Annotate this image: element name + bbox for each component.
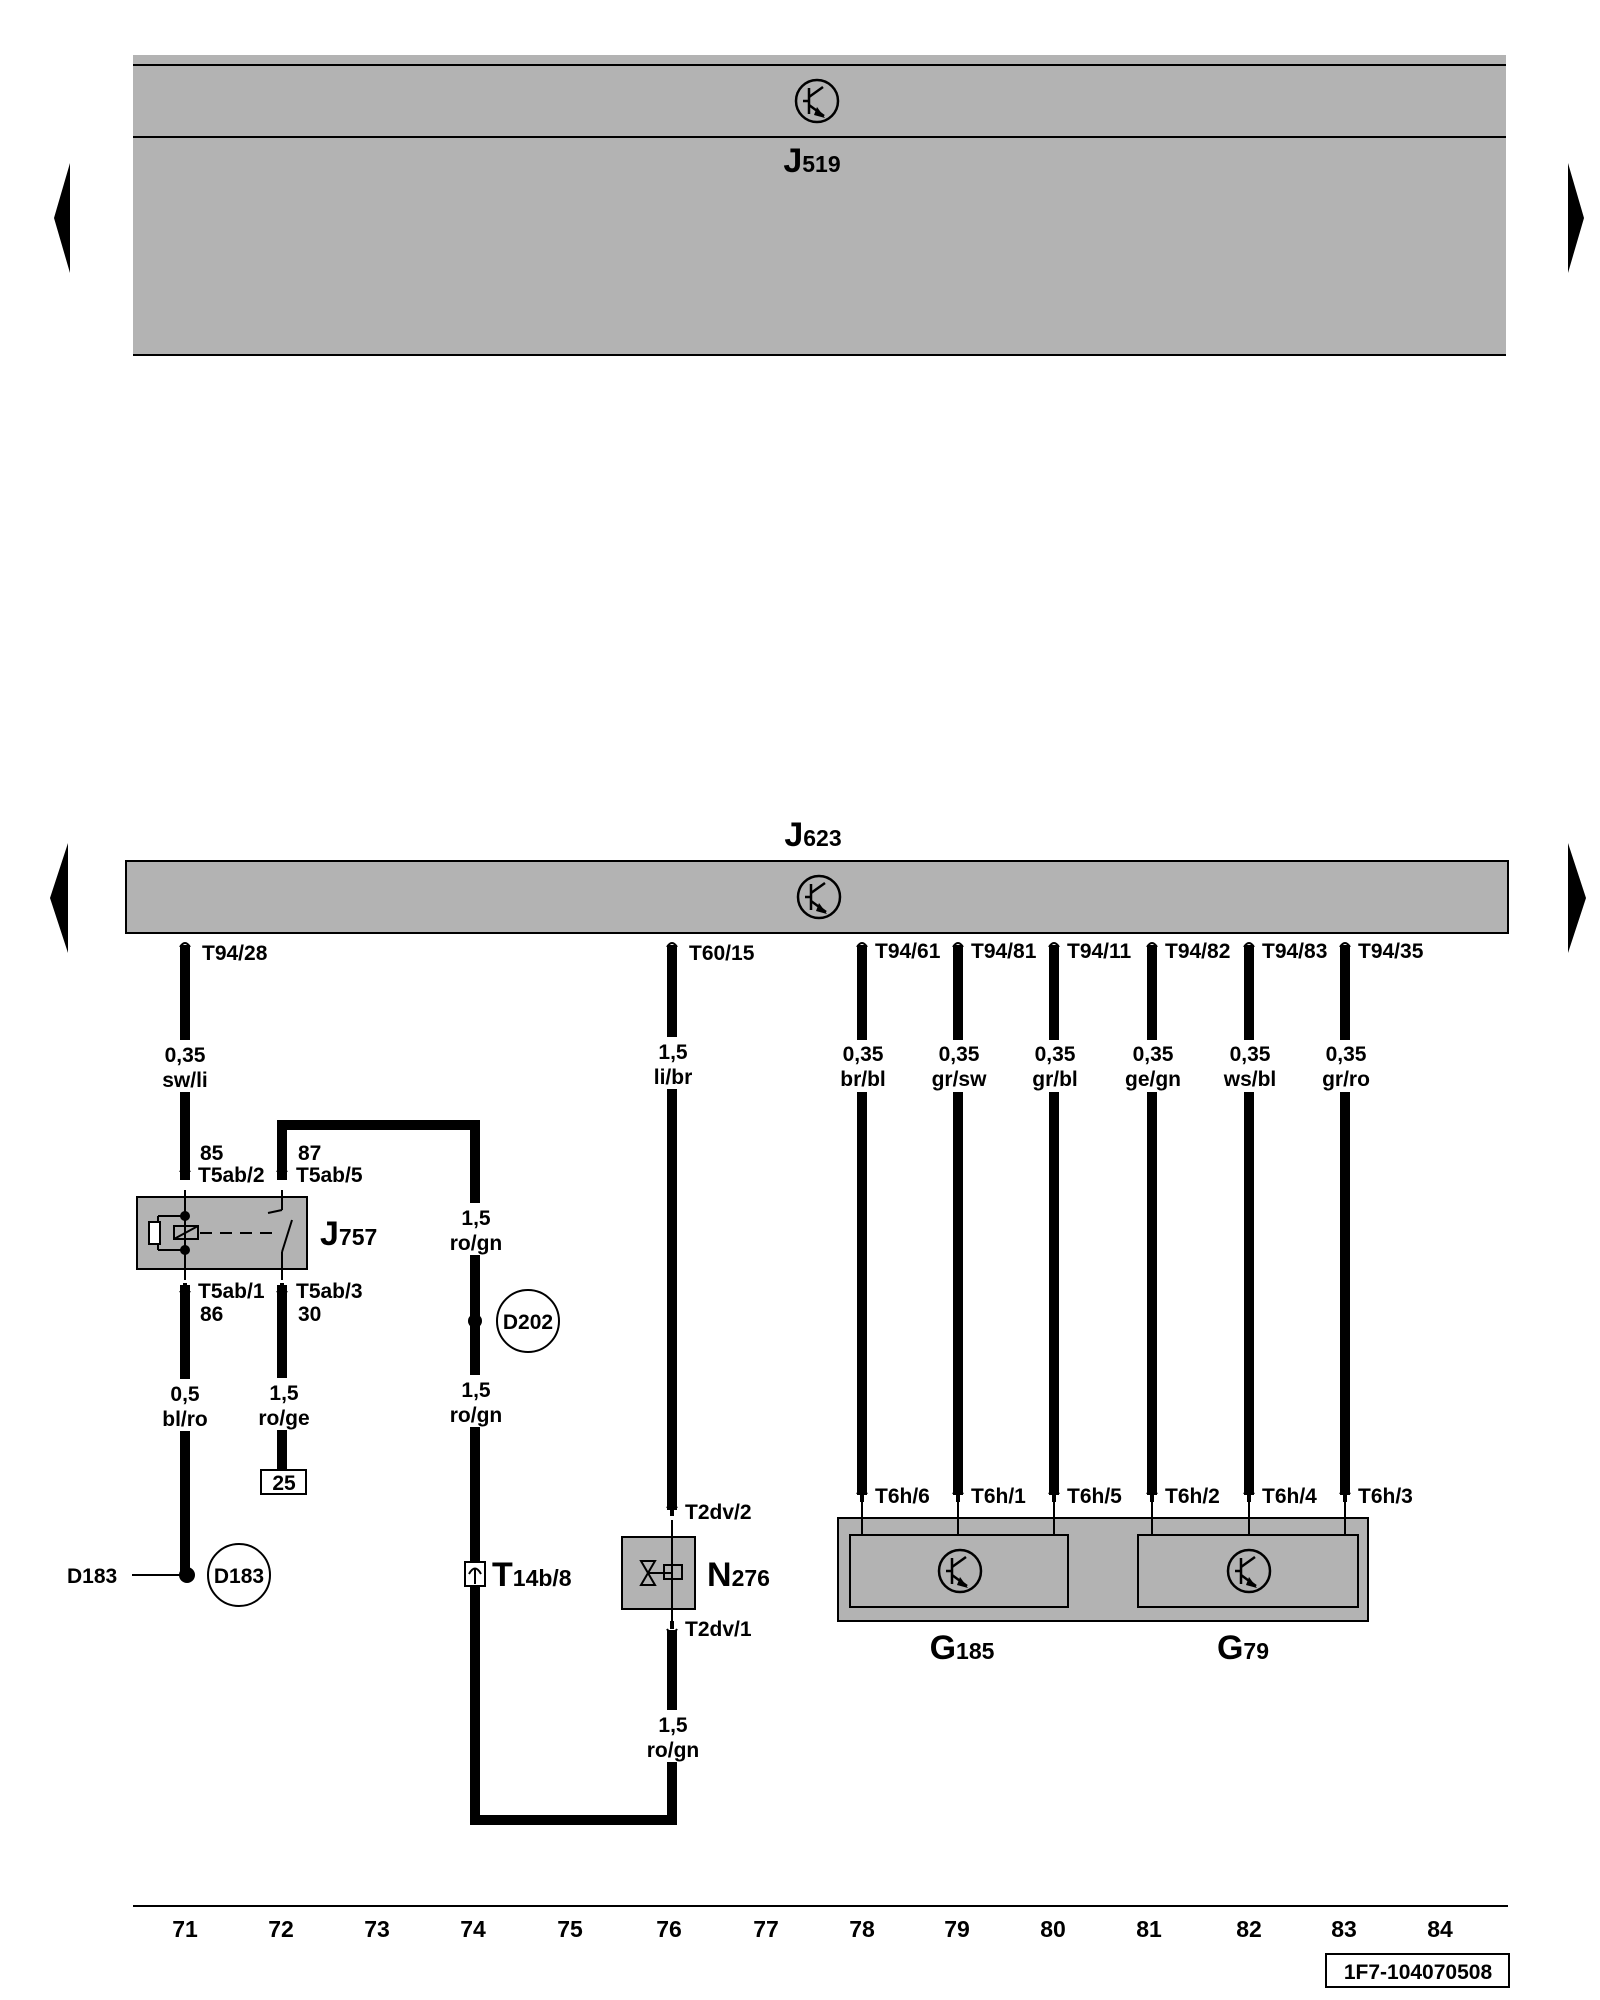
wire-size: 0,35 <box>1133 1043 1174 1066</box>
fuse-reference: 25 <box>260 1469 307 1495</box>
wire-color: gr/ro <box>1322 1068 1370 1091</box>
wire-color: gr/bl <box>1032 1068 1078 1091</box>
wire-color: br/bl <box>840 1068 886 1091</box>
wire-size: 1,5 <box>269 1382 299 1405</box>
document-id: 1F7-104070508 <box>1325 1953 1510 1988</box>
column-number: 81 <box>1136 1916 1162 1942</box>
valve-n276-label: N276 <box>707 1556 770 1594</box>
column-number: 75 <box>557 1916 583 1942</box>
pin-label: T94/35 <box>1358 940 1424 963</box>
splice-d202: D202 <box>468 1289 560 1353</box>
connector-t14b: T14b/8 <box>464 1556 572 1594</box>
wire-color: ro/gn <box>450 1404 503 1427</box>
prev-page-icon[interactable] <box>50 843 68 953</box>
column-number: 82 <box>1236 1916 1262 1942</box>
sensor-pin: T6h/1 <box>971 1485 1026 1508</box>
label-knockouts <box>150 1037 1381 1762</box>
sensor-g79-label: G79 <box>1217 1629 1269 1667</box>
wire-color: ro/gn <box>647 1739 700 1762</box>
relay-pin-connector: T5ab/1 <box>198 1280 265 1303</box>
svg-text:1F7-104070508: 1F7-104070508 <box>1344 1961 1493 1984</box>
sensor-pin: T6h/5 <box>1067 1485 1122 1508</box>
relay-pin-connector: T5ab/5 <box>296 1164 363 1187</box>
column-number: 79 <box>944 1916 970 1942</box>
column-number: 77 <box>753 1916 779 1942</box>
relay-pin-number: 30 <box>298 1303 321 1326</box>
wire-size: 1,5 <box>461 1379 491 1402</box>
column-number: 78 <box>849 1916 875 1942</box>
pin-label: T94/82 <box>1165 940 1230 963</box>
sensor-housing <box>837 1500 1369 1622</box>
relay-j757: 85 T5ab/2 87 T5ab/5 J757 T5ab/1 86 T5ab/… <box>136 1142 377 1326</box>
wire-size: 0,35 <box>843 1043 884 1066</box>
wire-size: 1,5 <box>658 1041 688 1064</box>
column-number: 73 <box>364 1916 390 1942</box>
wire-color: ro/ge <box>258 1407 309 1430</box>
pin-label: T94/11 <box>1067 940 1132 963</box>
sensor-g185-label: G185 <box>930 1629 995 1667</box>
wire-color: gr/sw <box>932 1068 988 1091</box>
next-page-icon[interactable] <box>1568 843 1586 953</box>
wire-size: 0,35 <box>165 1044 206 1067</box>
pin-label: T94/83 <box>1262 940 1327 963</box>
module-j519: J519 <box>133 55 1506 356</box>
wire-size: 0,5 <box>170 1383 200 1406</box>
module-j623-label: J623 <box>784 816 841 854</box>
relay-pin-number: 86 <box>200 1303 223 1326</box>
wire-size: 0,35 <box>939 1043 980 1066</box>
column-numbers: 71 72 73 74 75 76 77 78 79 80 81 82 83 8… <box>172 1916 1453 1942</box>
valve-connector: T2dv/1 <box>685 1618 752 1641</box>
column-number: 74 <box>460 1916 486 1942</box>
wire-size: 0,35 <box>1230 1043 1271 1066</box>
column-number: 72 <box>268 1916 294 1942</box>
wires <box>180 945 1350 1825</box>
sensor-pin: T6h/6 <box>875 1485 930 1508</box>
relay-pin-connector: T5ab/3 <box>296 1280 363 1303</box>
relay-pin-connector: T5ab/2 <box>198 1164 265 1187</box>
pin-label: T60/15 <box>689 942 755 965</box>
valve-connector: T2dv/2 <box>685 1501 752 1524</box>
relay-pin-number: 87 <box>298 1142 321 1165</box>
prev-page-icon[interactable] <box>54 163 70 273</box>
ground-circle-label: D183 <box>214 1565 264 1588</box>
module-j519-label: J519 <box>783 142 840 180</box>
column-number: 83 <box>1331 1916 1357 1942</box>
wire-ro-gn-loop <box>277 1120 677 1825</box>
wire-color: bl/ro <box>162 1408 208 1431</box>
next-page-icon[interactable] <box>1568 163 1584 273</box>
wire-color: ge/gn <box>1125 1068 1181 1091</box>
splice-circle-label: D202 <box>503 1311 553 1334</box>
connector-t14b-label: T14b/8 <box>492 1556 572 1594</box>
ground-label: D183 <box>67 1565 117 1588</box>
sensor-pin: T6h/4 <box>1262 1485 1317 1508</box>
ground-point-d183: D183 D183 <box>67 1543 271 1607</box>
sensor-pin: T6h/2 <box>1165 1485 1220 1508</box>
column-number: 80 <box>1040 1916 1066 1942</box>
wire-size: 0,35 <box>1326 1043 1367 1066</box>
wire-color: ro/gn <box>450 1232 503 1255</box>
sensor-pins: T6h/6 T6h/1 T6h/5 T6h/2 T6h/4 T6h/3 <box>856 1485 1413 1508</box>
pin-label: T94/28 <box>202 942 268 965</box>
wire-color: li/br <box>654 1066 693 1089</box>
column-number: 76 <box>656 1916 682 1942</box>
svg-text:25: 25 <box>272 1472 296 1495</box>
wire-size: 1,5 <box>658 1714 688 1737</box>
wire-color: sw/li <box>162 1069 208 1092</box>
valve-n276: T2dv/2 N276 T2dv/1 <box>621 1501 770 1641</box>
wire-size: 0,35 <box>1035 1043 1076 1066</box>
pin-label: T94/81 <box>971 940 1037 963</box>
relay-pin-number: 85 <box>200 1142 224 1165</box>
pin-label: T94/61 <box>875 940 941 963</box>
column-number: 71 <box>172 1916 198 1942</box>
sensor-pin: T6h/3 <box>1358 1485 1413 1508</box>
j623-pins: T94/28 T60/15 T94/61 T94/81 T94/11 T94/8… <box>179 940 1424 965</box>
column-number: 84 <box>1427 1916 1453 1942</box>
module-j623 <box>125 860 1509 934</box>
wire-size: 1,5 <box>461 1207 491 1230</box>
wire-labels: 0,35 sw/li 1,5 li/br 0,35 br/bl 0,35 gr/… <box>162 1041 1370 1762</box>
relay-j757-label: J757 <box>320 1215 377 1253</box>
wire-color: ws/bl <box>1223 1068 1277 1091</box>
